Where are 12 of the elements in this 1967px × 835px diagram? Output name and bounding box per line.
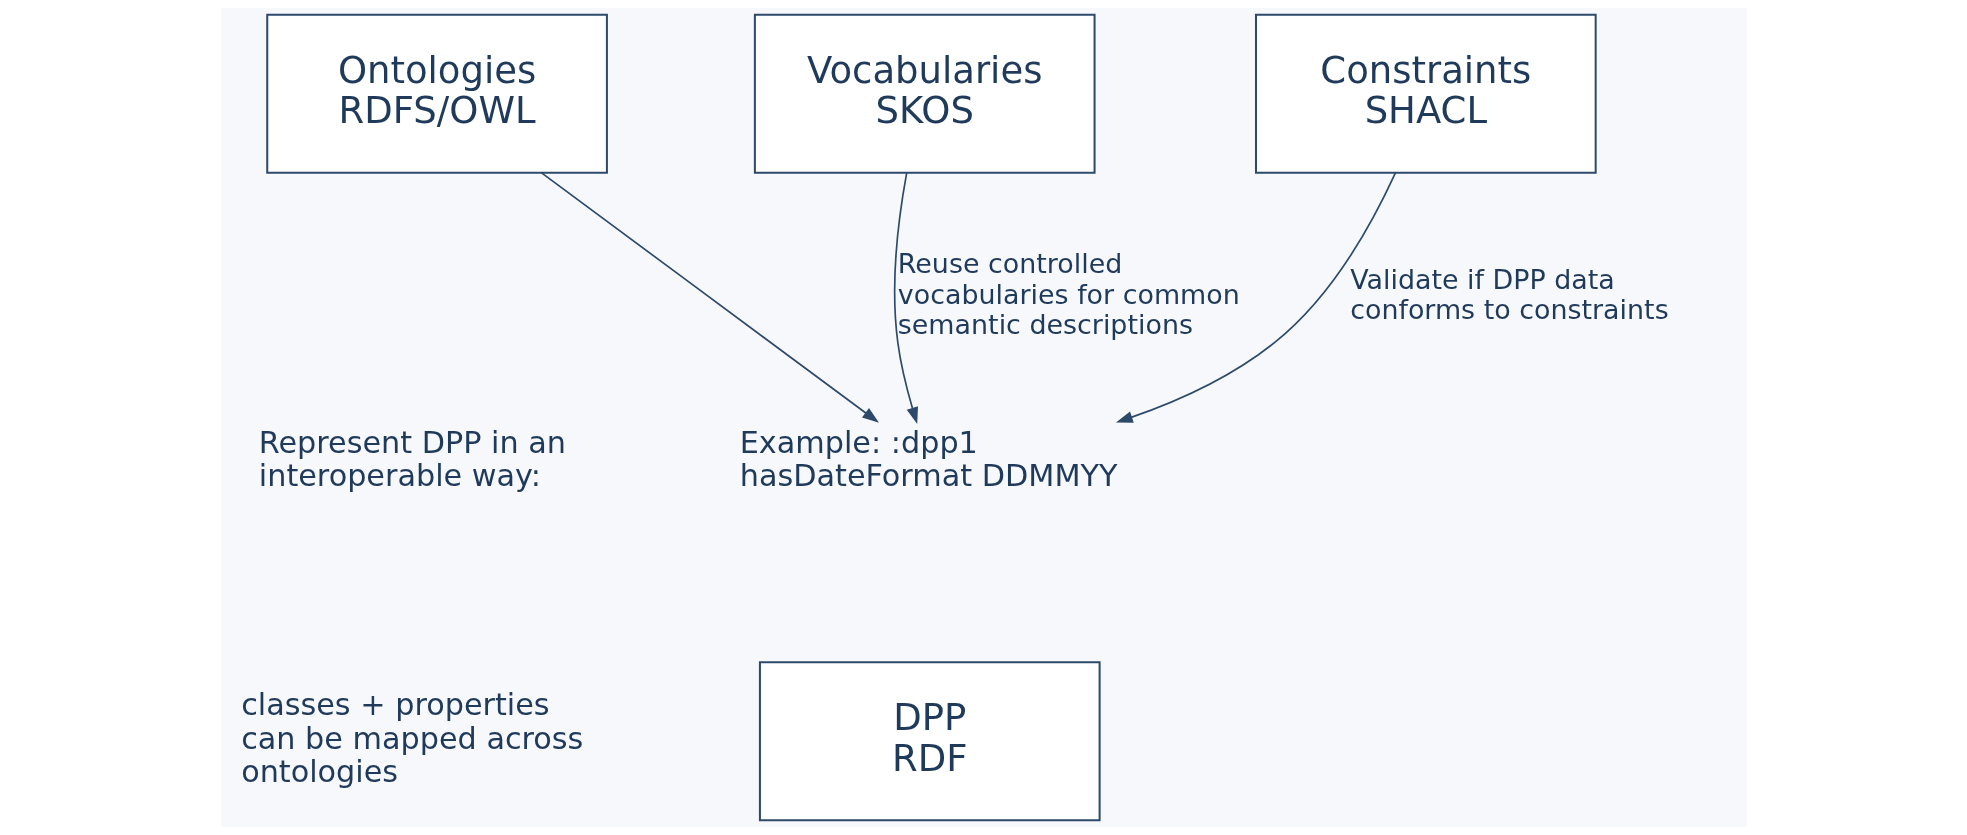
arrow [1115,172,1396,423]
node-box: Constraints SHACL [1254,13,1597,174]
edge-label: Validate if DPP data conforms to constraints [1349,263,1669,325]
arrow [540,172,879,423]
edge-label: Reuse controlled vocabularies for common semantic descriptions [897,248,1240,340]
node-box: Vocabularies SKOS [753,13,1096,174]
node-box: Ontologies RDFS/OWL [265,13,608,174]
node-box: DPP RDF [758,661,1101,822]
node-text: Example: :dpp1 hasDateFormat DDMMYY [739,424,1117,494]
label: classes + properties can be mapped across ontologies [240,686,583,790]
label: Represent DPP in an interoperable way: [258,424,566,494]
arrow [893,172,918,425]
